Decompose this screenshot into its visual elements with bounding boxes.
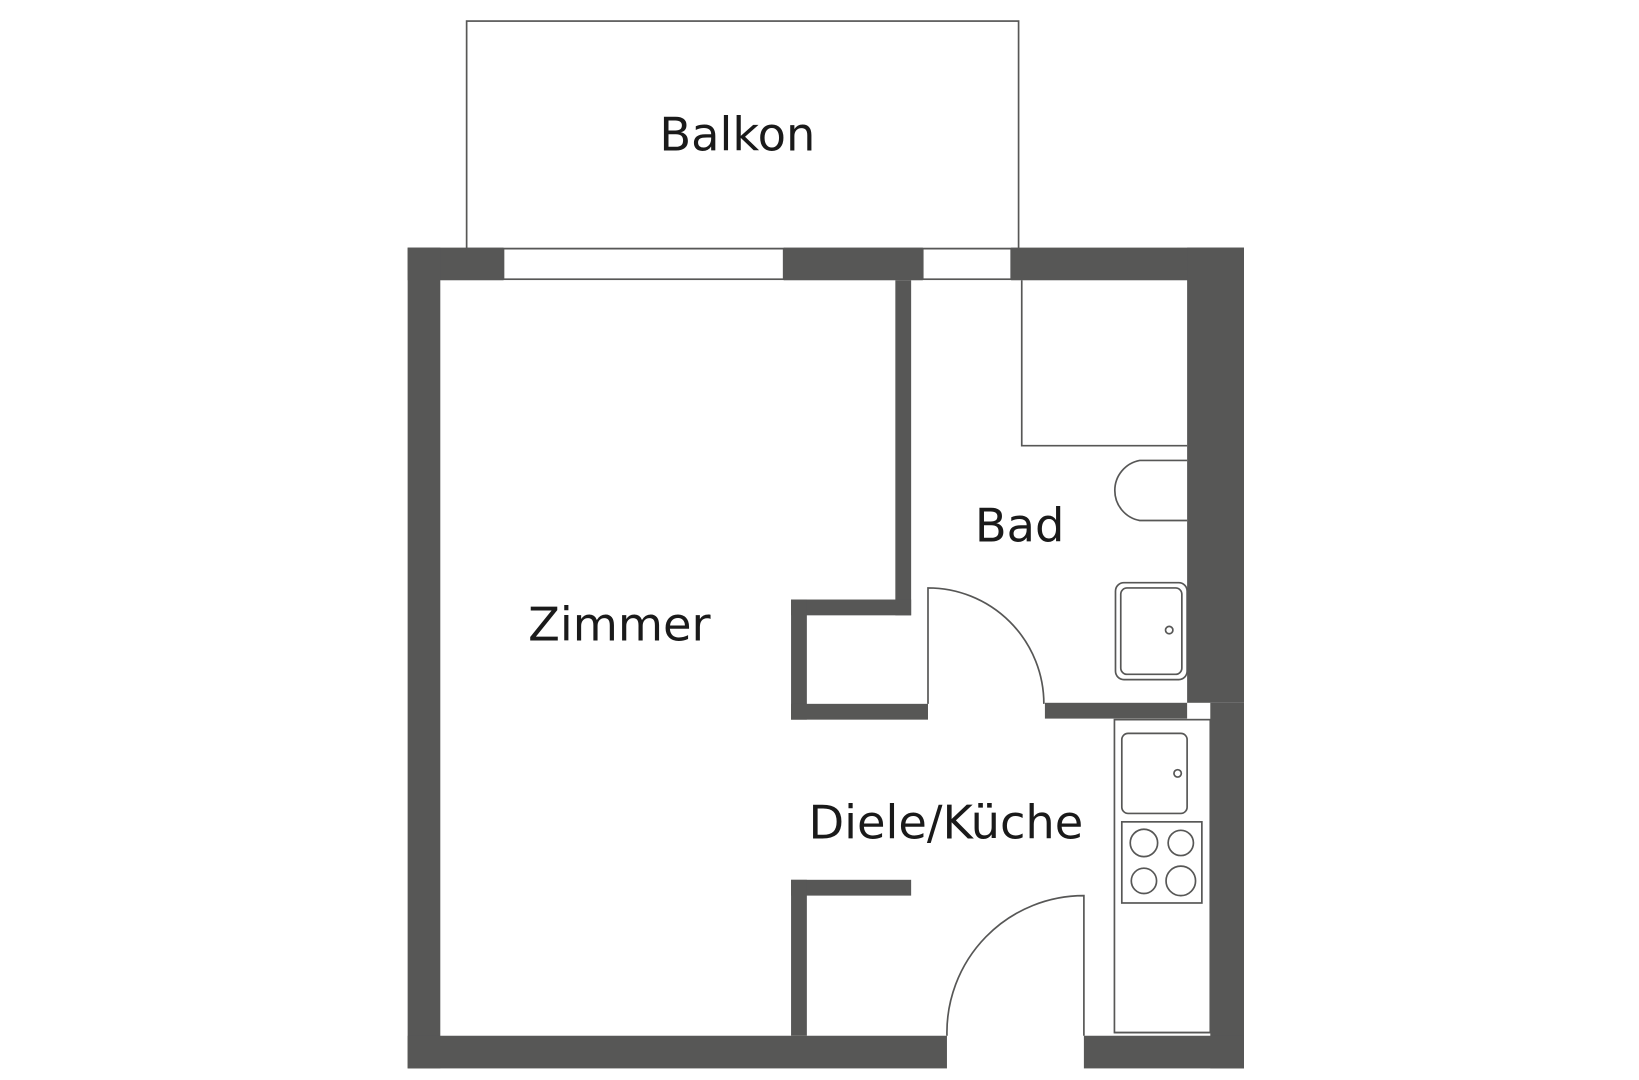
- room-label-zimmer: Zimmer: [528, 598, 711, 652]
- shower-tray: [1020, 280, 1188, 447]
- bathroom-door-swing: [927, 587, 1045, 704]
- bathroom-sink-outer: [1114, 581, 1188, 681]
- kitchen-sink: [1120, 732, 1188, 815]
- kitchen-counter-outline: [1113, 718, 1212, 1034]
- entrance-door-swing: [946, 894, 1085, 1036]
- stove-burner: [1129, 828, 1159, 858]
- kitchen-counter: [1113, 718, 1212, 1034]
- bathroom-sink-inner: [1119, 587, 1183, 676]
- interior-walls: [791, 280, 1188, 1036]
- toilet: [1114, 459, 1188, 522]
- room-label-bad: Bad: [975, 499, 1065, 553]
- doors: [927, 587, 1085, 1036]
- kitchen-sink-drain: [1173, 768, 1183, 778]
- stove-burner: [1165, 865, 1197, 897]
- room-label-diele-kueche: Diele/Küche: [808, 796, 1083, 850]
- windows: [502, 247, 1013, 281]
- outer-walls: [407, 247, 1244, 1069]
- stove-burner: [1167, 829, 1195, 857]
- bathroom-sink-drain: [1164, 625, 1174, 635]
- stove-burner: [1130, 867, 1158, 895]
- bathroom-fixtures: [1020, 280, 1188, 681]
- stove: [1120, 821, 1203, 904]
- room-label-balkon: Balkon: [659, 108, 815, 162]
